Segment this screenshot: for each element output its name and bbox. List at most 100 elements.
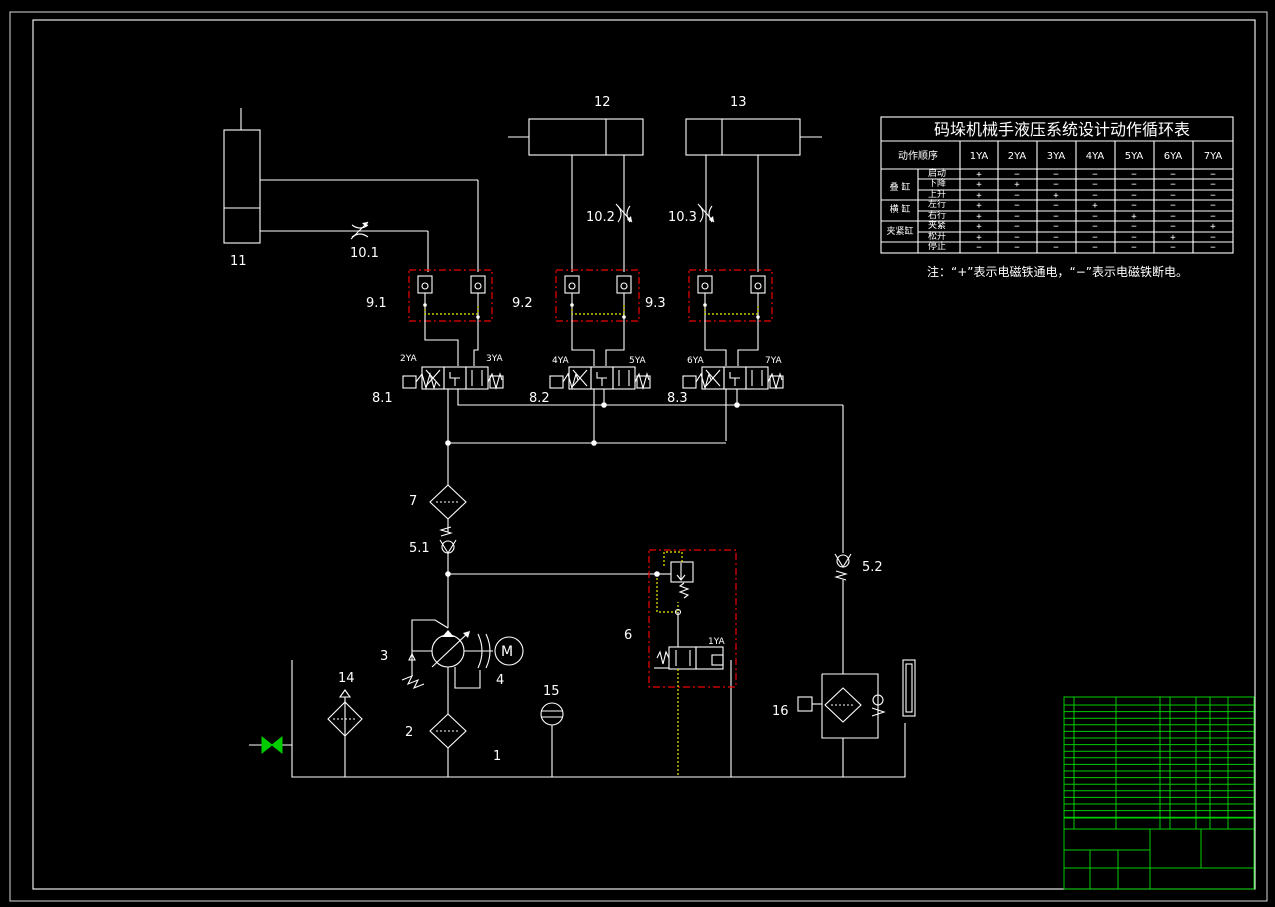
cycle-table-cell: − xyxy=(1131,243,1137,253)
label-filter-7: 7 xyxy=(409,494,417,509)
label-lock-9-3: 9.3 xyxy=(645,296,666,311)
throttle-valve-10-1 xyxy=(350,221,369,240)
cycle-table-cell: − xyxy=(1210,201,1216,211)
directional-valve-8-2 xyxy=(549,338,651,443)
cycle-table-cell: − xyxy=(1014,201,1020,211)
cylinder-13 xyxy=(685,118,822,272)
label-cylinder-13: 13 xyxy=(730,95,747,110)
cylinder-12 xyxy=(508,118,644,272)
cycle-table-cell: − xyxy=(1210,243,1216,253)
label-cylinder-11: 11 xyxy=(230,254,247,269)
cycle-table-cell: − xyxy=(1092,180,1098,190)
air-filter-14 xyxy=(327,689,363,737)
cycle-table-group: 横 缸 xyxy=(890,203,911,215)
cycle-table-header: 5YA xyxy=(1125,151,1144,162)
label-solenoid-4ya: 4YA xyxy=(552,356,570,366)
cycle-table-cell: − xyxy=(1014,212,1020,222)
cycle-table-row-name: 启动 xyxy=(928,167,946,179)
cycle-table-row-name: 松开 xyxy=(928,230,946,242)
cycle-table-row-name: 夹紧 xyxy=(928,219,946,231)
label-check-5-2: 5.2 xyxy=(862,560,883,575)
label-lock-9-1: 9.1 xyxy=(366,296,387,311)
cycle-table-cell: + xyxy=(976,222,982,232)
cycle-table-cell: − xyxy=(1092,191,1098,201)
cycle-table-cell: + xyxy=(976,212,982,222)
filter-7 xyxy=(429,484,467,532)
cycle-table-cell: − xyxy=(976,243,982,253)
hydraulic-lock-9-1 xyxy=(408,269,493,338)
label-solenoid-2ya: 2YA xyxy=(400,354,418,364)
cycle-table xyxy=(880,116,1234,254)
cycle-table-row-name: 停止 xyxy=(928,240,946,252)
cycle-table-cell: − xyxy=(1170,201,1176,211)
label-relief-6: 6 xyxy=(624,628,632,643)
label-cylinder-12: 12 xyxy=(594,95,611,110)
label-valve-8-2: 8.2 xyxy=(529,391,550,406)
cycle-table-cell: − xyxy=(1053,233,1059,243)
label-solenoid-7ya: 7YA xyxy=(765,356,783,366)
cycle-table-cell: − xyxy=(1170,243,1176,253)
cycle-table-cell: + xyxy=(1210,222,1216,232)
cycle-table-cell: − xyxy=(1210,191,1216,201)
inner-frame xyxy=(32,19,1256,890)
cycle-table-cell: + xyxy=(1170,233,1176,243)
cycle-table-cell: + xyxy=(976,191,982,201)
cycle-table-cell: − xyxy=(1131,233,1137,243)
label-throttle-10-2: 10.2 xyxy=(586,210,615,225)
cycle-table-cell: − xyxy=(1092,222,1098,232)
cycle-table-cell: − xyxy=(1053,222,1059,232)
cycle-table-cell: − xyxy=(1053,201,1059,211)
label-tank-1: 1 xyxy=(493,749,501,764)
directional-valve-8-1 xyxy=(402,338,843,441)
label-motor-4: 4 xyxy=(496,673,504,688)
outer-frame xyxy=(9,11,1268,902)
label-gauge-15: 15 xyxy=(543,684,560,699)
cycle-table-cell: − xyxy=(1053,170,1059,180)
label-solenoid-1ya: 1YA xyxy=(708,637,726,647)
suction-filter-2 xyxy=(429,667,467,777)
cycle-table-title: 码垛机械手液压系统设计动作循环表 xyxy=(934,120,1190,139)
label-throttle-10-3: 10.3 xyxy=(668,210,697,225)
variable-pump-3 xyxy=(401,619,481,690)
cycle-table-cell: − xyxy=(1053,243,1059,253)
cycle-table-cell: − xyxy=(1092,233,1098,243)
cycle-table-cell: + xyxy=(1014,180,1020,190)
cycle-table-cell: − xyxy=(1170,180,1176,190)
cycle-table-header: 4YA xyxy=(1086,151,1105,162)
cycle-table-cell: − xyxy=(1170,212,1176,222)
cycle-table-cell: − xyxy=(1170,191,1176,201)
label-filter-2: 2 xyxy=(405,725,413,740)
check-valve-5-2 xyxy=(834,405,852,674)
cycle-table-cell: − xyxy=(1170,222,1176,232)
label-air-filter-14: 14 xyxy=(338,671,355,686)
cycle-table-cell: + xyxy=(1092,201,1098,211)
cycle-table-header: 3YA xyxy=(1047,151,1066,162)
cycle-table-cell: − xyxy=(1210,212,1216,222)
check-valve-5-1 xyxy=(439,526,457,574)
cycle-table-rows: 启动+−−−−−−下降++−−−−−上升+−+−−−−左行+−−+−−−右行+−… xyxy=(928,167,1216,253)
cycle-table-cell: − xyxy=(1092,212,1098,222)
directional-valve-8-3 xyxy=(682,338,784,441)
cycle-table-cell: − xyxy=(1014,170,1020,180)
cycle-table-cell: + xyxy=(976,233,982,243)
cycle-table-cell: + xyxy=(976,201,982,211)
throttle-valve-10-2 xyxy=(615,203,633,223)
cycle-table-cell: − xyxy=(1014,233,1020,243)
cycle-table-cell: + xyxy=(976,170,982,180)
cycle-table-cell: − xyxy=(1053,212,1059,222)
cycle-table-cell: − xyxy=(1014,243,1020,253)
label-check-5-1: 5.1 xyxy=(409,541,430,556)
cycle-table-cell: − xyxy=(1131,170,1137,180)
level-gauge-15 xyxy=(540,702,564,726)
cycle-table-cell: − xyxy=(1053,180,1059,190)
label-solenoid-3ya: 3YA xyxy=(486,354,504,364)
pressure-manifold xyxy=(445,402,740,485)
hydraulic-lock-9-3 xyxy=(688,269,773,338)
label-lock-9-2: 9.2 xyxy=(512,296,533,311)
label-solenoid-6ya: 6YA xyxy=(687,356,705,366)
cycle-table-cell: − xyxy=(1131,201,1137,211)
label-valve-8-1: 8.1 xyxy=(372,391,393,406)
tank xyxy=(291,660,906,778)
